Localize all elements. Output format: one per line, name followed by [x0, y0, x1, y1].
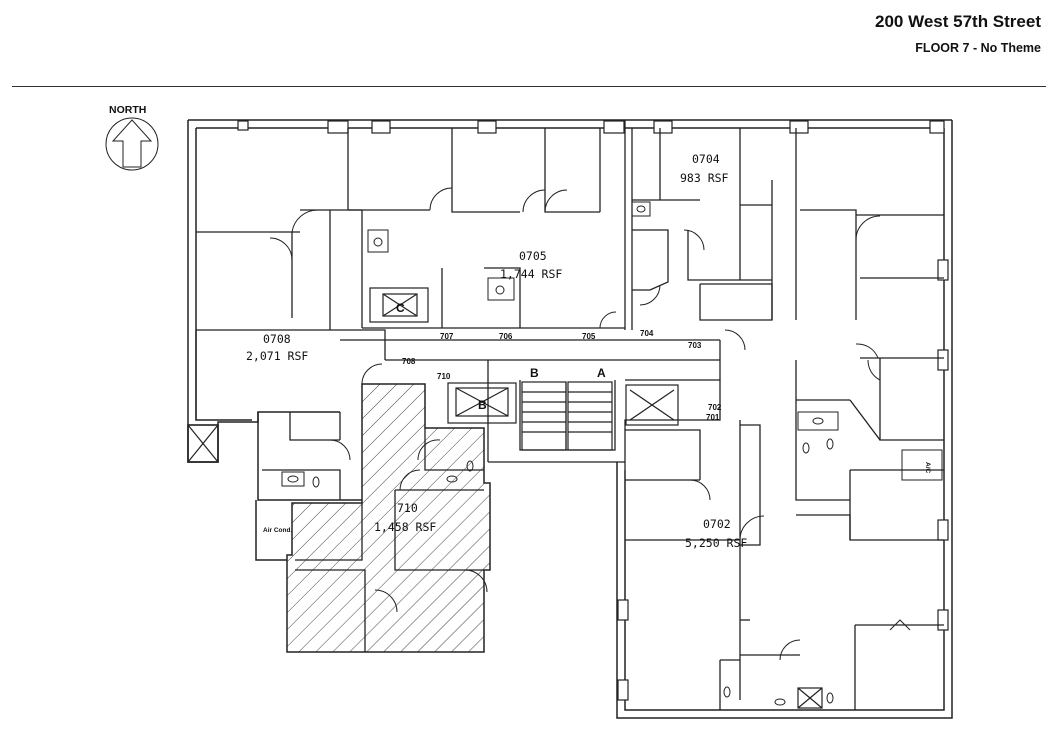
suite-0702-id: 0702 — [703, 517, 731, 531]
suite-0705-area: 1,744 RSF — [500, 267, 562, 281]
toilet-fixtures-icon — [281, 201, 943, 706]
facade-piers — [237, 120, 949, 701]
suite-0702-area: 5,250 RSF — [685, 536, 747, 550]
door-label-704: 704 — [640, 329, 654, 338]
door-label-701: 701 — [706, 413, 720, 422]
door-label-707: 707 — [440, 332, 454, 341]
door-labels: 707 706 705 704 703 708 710 702 701 — [402, 329, 722, 422]
core-labels: B A C B — [396, 301, 606, 412]
suite-0705-id: 0705 — [519, 249, 547, 263]
suite-0704-id: 0704 — [692, 152, 720, 166]
suite-0704-area: 983 RSF — [680, 171, 729, 185]
door-label-703: 703 — [688, 341, 702, 350]
floor-subtitle: FLOOR 7 - No Theme — [915, 41, 1041, 55]
interior-partitions — [195, 120, 944, 710]
door-label-706: 706 — [499, 332, 513, 341]
north-arrow-icon — [105, 117, 159, 171]
suite-0708-area: 2,071 RSF — [246, 349, 308, 363]
header-divider — [12, 86, 1046, 87]
stair-b-label: B — [530, 366, 539, 380]
door-label-702: 702 — [708, 403, 722, 412]
suite-0708-id: 0708 — [263, 332, 291, 346]
stair-a-label: A — [597, 366, 606, 380]
door-label-708: 708 — [402, 357, 416, 366]
ac-tag: A/C — [924, 462, 931, 474]
north-label: NORTH — [109, 104, 147, 116]
door-label-705: 705 — [582, 332, 596, 341]
elevator-b-label: B — [478, 398, 487, 412]
building-title: 200 West 57th Street — [875, 12, 1041, 31]
door-swings — [269, 187, 911, 661]
air-cond-tag: Air Cond. — [263, 527, 292, 534]
suite-710-hatch — [286, 383, 491, 653]
suite-710-area: 1,458 RSF — [374, 520, 436, 534]
suite-710-id: 710 — [397, 501, 418, 515]
elevator-c-label: C — [396, 301, 405, 315]
suite-labels: 0704 983 RSF 0705 1,744 RSF 0708 2,071 R… — [246, 152, 747, 550]
building-core — [187, 287, 823, 709]
door-label-710: 710 — [437, 372, 451, 381]
room-tags: Air Cond. A/C — [263, 462, 931, 534]
